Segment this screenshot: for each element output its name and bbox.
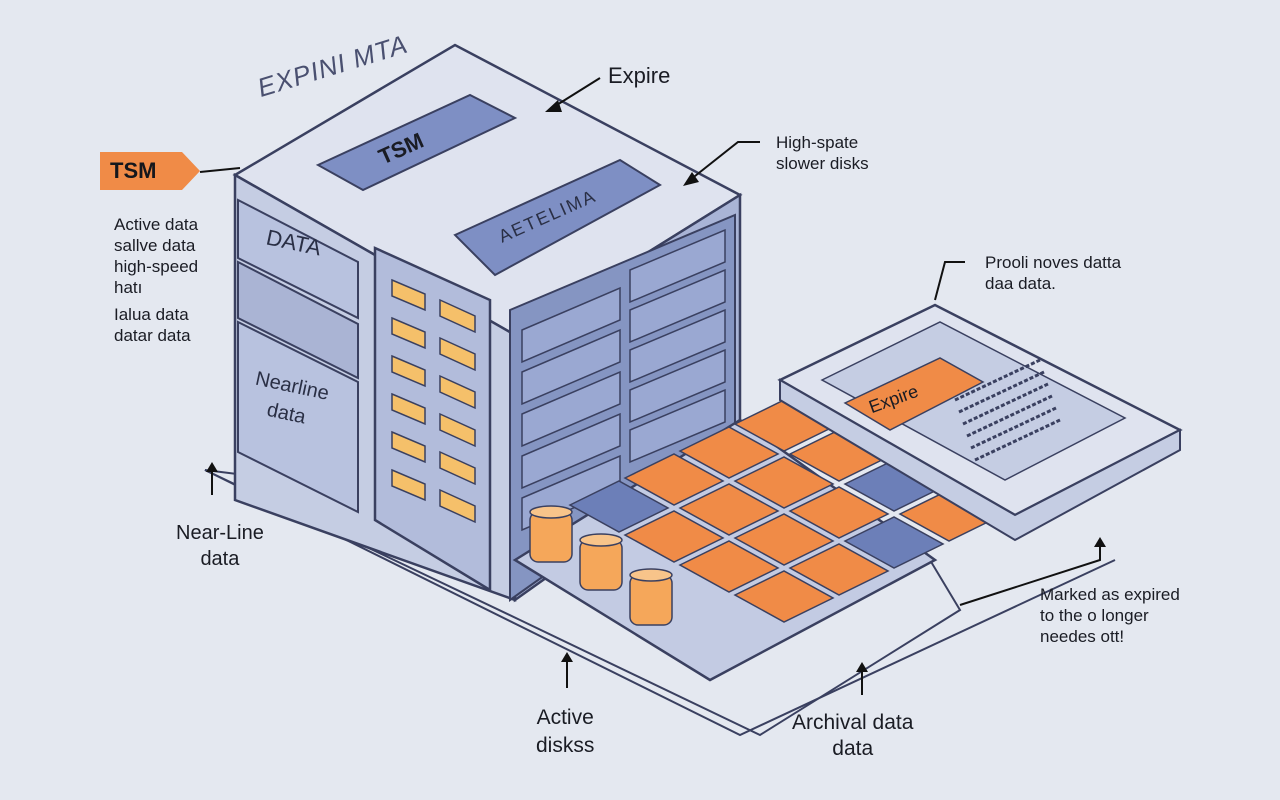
bay-drawer-left	[521, 370, 621, 448]
expire-arrow	[551, 77, 601, 109]
left-notes: Active data sallve data high-speed hatı …	[114, 214, 198, 346]
high-speed-line2: slower disks	[776, 154, 869, 173]
left-note-6: datar data	[114, 326, 191, 345]
expire-label: Expire	[608, 63, 671, 88]
expired-line3: needes ott!	[1040, 627, 1125, 646]
nearline-line1: Near-Line	[176, 522, 264, 544]
tape-canister	[629, 574, 673, 626]
pool-line1: Prooli noves datta	[985, 253, 1122, 272]
bay-drawer-left	[521, 412, 621, 490]
left-note-1: Active data	[114, 215, 199, 234]
nearline-arrowhead	[206, 462, 218, 472]
nearline-line2: data	[200, 548, 240, 570]
base-edge	[204, 469, 1116, 737]
tablet-text-line	[962, 382, 1049, 426]
floor-grid-cell	[843, 516, 945, 569]
floor-grid-cell	[733, 456, 835, 509]
expire-arrowhead	[545, 100, 562, 112]
rack-slot-right	[439, 450, 476, 486]
expired-note: Marked as expired to the o longer needes…	[1040, 584, 1180, 647]
floor-grid-cell	[678, 540, 780, 593]
rack-slot-right	[439, 298, 476, 334]
highspeed-arrow	[689, 141, 760, 181]
archival-line2: data	[832, 737, 874, 760]
pool-note: Prooli noves datta daa data.	[985, 252, 1121, 294]
tape-canister-top	[579, 533, 623, 547]
floor-grid-cell	[788, 486, 890, 539]
bay-drawer-right	[629, 348, 726, 424]
bay-drawer-right	[629, 228, 726, 304]
floor-grid-cell	[678, 483, 780, 536]
left-note-5: Ialua data	[114, 305, 189, 324]
tablet-edge	[779, 378, 1181, 542]
tape-canister-top	[629, 568, 673, 582]
high-speed-note: High-spate slower disks	[776, 132, 869, 174]
active-disks-note: Active diskss	[536, 704, 594, 760]
nearline-note: Near-Line data	[176, 520, 264, 572]
rack-slot-left	[391, 278, 426, 312]
tape-canister-top	[529, 505, 573, 519]
rack-slot-right	[439, 336, 476, 372]
plate-front-shape	[453, 158, 662, 277]
rack-slot-right	[439, 412, 476, 448]
tag-leader	[199, 167, 241, 173]
rack-slot-left	[391, 354, 426, 388]
left-note-2: sallve data	[114, 236, 196, 255]
tape-canister	[529, 511, 573, 563]
archival-line1: Archival data	[792, 711, 914, 734]
expired-leader	[959, 545, 1101, 606]
rack-slot-left	[391, 392, 426, 426]
archival-arrowhead	[856, 662, 868, 672]
tsm-tag: TSM	[100, 152, 200, 190]
archival-note: Archival data data	[792, 710, 913, 762]
bay-drawer-right	[629, 268, 726, 344]
active-line2: diskss	[536, 734, 595, 757]
floor-grid-cell	[623, 510, 725, 563]
floor-grid-cell	[733, 513, 835, 566]
left-note-4: hatı	[114, 278, 143, 297]
bay-drawer-left	[521, 328, 621, 406]
pool-line2: daa data.	[985, 274, 1056, 293]
bay-drawer-right	[629, 308, 726, 384]
rack-slot-left	[391, 316, 426, 350]
expired-line2: to the o longer	[1040, 606, 1149, 625]
left-note-3: high-speed	[114, 257, 199, 276]
tablet-text-line	[966, 394, 1053, 438]
floor-grid-cell	[788, 543, 890, 596]
tablet-screen	[820, 321, 1127, 481]
tablet-text-line	[958, 370, 1045, 414]
tablet-text-line	[954, 358, 1041, 402]
panel-mid	[237, 260, 359, 380]
floor-grid-cell	[678, 426, 780, 479]
panel-data	[237, 198, 359, 320]
rack-slot-left	[391, 468, 426, 502]
tablet-text-line	[974, 418, 1061, 462]
active-arrowhead	[561, 652, 573, 662]
expired-arrowhead	[1094, 537, 1106, 547]
expired-line1: Marked as expired	[1040, 585, 1180, 604]
tape-canister	[579, 539, 623, 591]
bay-drawer-left	[521, 286, 621, 364]
floor-grid-cell	[568, 480, 670, 533]
active-line1: Active	[536, 706, 594, 729]
highspeed-arrowhead	[683, 172, 699, 186]
tablet-text-line	[970, 406, 1057, 450]
floor-grid-cell	[623, 453, 725, 506]
rack-slot-right	[439, 374, 476, 410]
pool-leader	[934, 261, 965, 301]
tablet-badge-shape	[843, 357, 985, 431]
rack-slot-right	[439, 488, 476, 524]
plate-tsm-shape	[315, 93, 518, 192]
panel-nearline	[237, 320, 359, 514]
floor-grid-cell	[733, 570, 835, 623]
rack-slot-left	[391, 430, 426, 464]
bay-drawer-right	[629, 388, 726, 464]
high-speed-line1: High-spate	[776, 133, 859, 152]
